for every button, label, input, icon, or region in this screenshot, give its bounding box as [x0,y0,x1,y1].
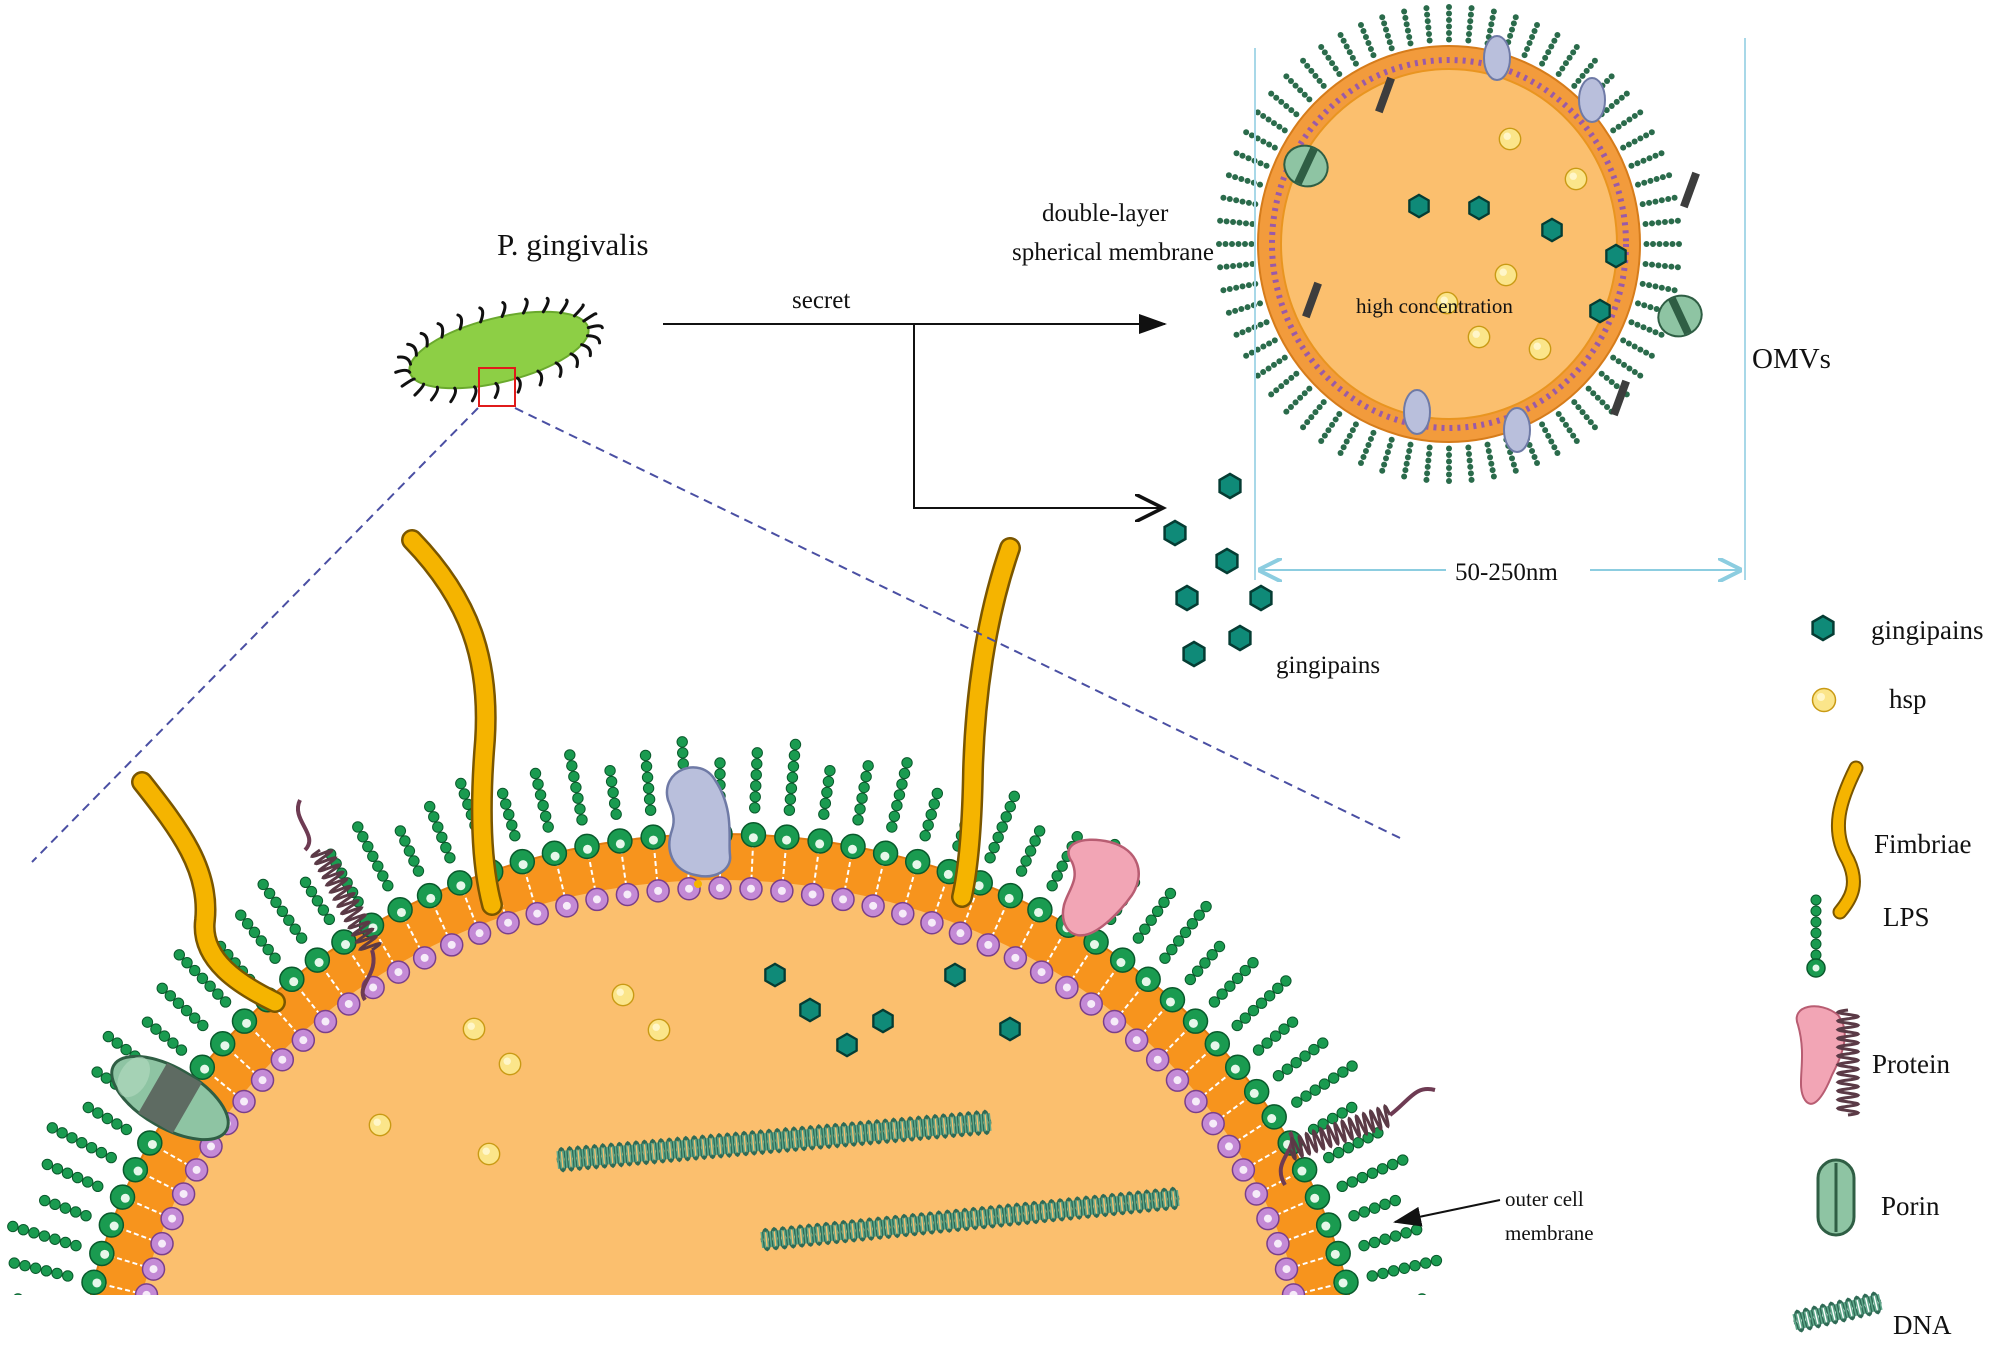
omv-membrane-protein [1503,407,1531,453]
hsp-icon [477,1142,501,1166]
omv-membrane-protein [1483,35,1511,81]
dna-strand [556,1109,992,1173]
legend-label: Fimbriae [1874,829,1971,859]
gingipain-icon [1163,519,1187,547]
size-label: 50-250nm [1455,559,1558,586]
legend-label: LPS [1883,902,1930,932]
gingipain-icon [1249,584,1273,612]
bacterium-label: P. gingivalis [497,227,649,262]
legend-label: gingipains [1871,615,1984,645]
legend-lps-icon [1806,894,1826,978]
legend: gingipains hsp Fimbriae LPS Protein Pori… [1792,614,1984,1340]
hsp-icon [1564,167,1588,191]
legend-protein-icon [1795,1005,1861,1117]
gingipain-icon [799,997,821,1023]
hsp-icon [498,1052,522,1076]
legend-label: hsp [1889,684,1927,714]
gingipain-icon [1228,624,1252,652]
legend-label: Porin [1881,1191,1940,1221]
gingipain-icon [1175,584,1199,612]
phospholipid-headgroup [1281,1283,1306,1295]
phospholipid-headgroup [134,1283,159,1295]
lps-headgroup [76,1299,100,1323]
omv [1216,4,1703,484]
legend-dna-icon [1792,1291,1883,1333]
dna-strand [760,1186,1180,1252]
fimbria [133,773,284,1011]
fimbria [953,539,1019,906]
outer-membrane-label-line2: membrane [1505,1221,1594,1245]
cell-cross-section [7,529,1443,1332]
hsp-icon [611,983,635,1007]
hsp-icon [1528,337,1552,361]
phospholipid-headgroup [1288,1310,1310,1332]
gingipain-icon [999,1016,1021,1042]
gingipain-icon [836,1032,858,1058]
zoom-box [478,367,516,407]
cytoplasm [142,880,1298,1295]
legend-fimbriae-icon [1830,760,1864,920]
omv-coil-protein [1375,76,1395,114]
secret-arrow-gingipains [913,324,1163,508]
porin [110,1054,230,1142]
omvs-label: OMVs [1752,343,1831,375]
phospholipid-headgroup [130,1310,152,1332]
omv-porin [1283,144,1329,188]
omv-porin [1657,294,1703,338]
transmembrane-protein-coil [1278,1087,1436,1187]
omv-coil-protein [1610,379,1630,417]
high-concentration-label: high concentration [1356,294,1513,318]
secret-label: secret [792,287,850,314]
outer-membrane-pointer [1393,1199,1501,1227]
transmembrane-protein-coil [296,799,382,1002]
hsp-icon [462,1017,486,1041]
gingipain-icon [944,962,966,988]
hsp-icon [1494,263,1518,287]
membrane-label-line1: double-layer [1042,200,1169,227]
membrane-protein-pink [1061,838,1140,937]
gingipain-icon [872,1008,894,1034]
fimbria [403,531,501,914]
hsp-icon [368,1113,392,1137]
hsp-icon [647,1018,671,1042]
omv-membrane-protein [1403,389,1431,435]
lps-headgroup [1340,1299,1364,1323]
gingipain-icon [764,962,786,988]
legend-label: Protein [1872,1049,1950,1079]
membrane-label-line2: spherical membrane [1012,239,1214,266]
gingipains-free-label: gingipains [1276,652,1380,679]
legend-porin-icon [1816,1158,1856,1237]
gingipain-icon [1182,640,1206,668]
gingipain-icon [1215,547,1239,575]
gingipain-icon [1589,298,1611,324]
membrane-protein-blue [665,766,732,888]
gingipain-icon [1541,217,1563,243]
omv-coil-protein [1302,281,1322,319]
bacterium-p-gingivalis [394,296,604,407]
legend-gingipain-icon [1811,614,1835,642]
omv-membrane-protein [1578,77,1606,123]
inner-headgroups [130,876,1310,1332]
zoom-line-left [31,407,479,863]
omv-coil-protein [1680,171,1700,209]
legend-label: DNA [1893,1310,1952,1340]
hsp-icon [1498,127,1522,151]
gingipain-icon [1468,195,1490,221]
gingipain-icon [1605,243,1627,269]
gingipain-icon [1408,193,1430,219]
gingipain-icon [1218,472,1242,500]
legend-hsp-icon [1811,687,1837,713]
hsp-icon [1467,325,1491,349]
outer-membrane-label-line1: outer cell [1505,1187,1584,1211]
